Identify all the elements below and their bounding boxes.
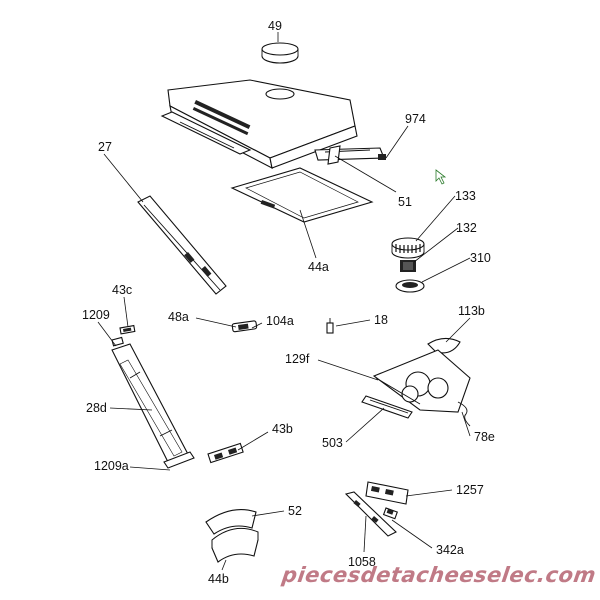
callout-78e: 78e <box>474 430 495 444</box>
watermark-text: piecesdetacheeselec.com <box>280 563 598 587</box>
callout-28d: 28d <box>86 401 107 415</box>
callout-129f: 129f <box>285 352 310 366</box>
part-1209a-bracket <box>163 451 195 469</box>
mouse-cursor-icon <box>435 169 447 185</box>
callout-44b: 44b <box>208 572 229 586</box>
part-129f-housing <box>372 349 471 413</box>
callout-18: 18 <box>374 313 388 327</box>
part-52-filter-piece <box>205 509 257 535</box>
part-18-fuse <box>326 318 334 334</box>
callout-52: 52 <box>288 504 302 518</box>
part-43b-clip <box>207 442 244 464</box>
callout-310: 310 <box>470 251 491 265</box>
part-113b-deflector <box>427 337 461 354</box>
part-51-clip <box>327 145 341 165</box>
part-1058-bracket <box>344 491 397 537</box>
callout-51: 51 <box>398 195 412 209</box>
callout-43b: 43b <box>272 422 293 436</box>
callout-1257: 1257 <box>456 483 484 497</box>
part-503-strip <box>361 395 413 419</box>
part-310-support <box>395 279 425 293</box>
callout-342a: 342a <box>436 543 464 557</box>
part-44a-filter <box>230 167 374 223</box>
callout-132: 132 <box>456 221 477 235</box>
hood-body <box>160 79 386 170</box>
part-1209-hinge <box>111 336 124 347</box>
callout-1209a: 1209a <box>94 459 129 473</box>
part-342a-switch <box>382 507 398 520</box>
part-27-profile <box>137 195 227 295</box>
callout-113b: 113b <box>458 304 485 318</box>
part-132-motor <box>400 260 416 272</box>
part-49-cap <box>261 42 299 64</box>
part-28d-glass <box>111 343 191 467</box>
callout-1058: 1058 <box>348 555 376 569</box>
callout-133: 133 <box>455 189 476 203</box>
callout-27: 27 <box>98 140 112 154</box>
callout-1209: 1209 <box>82 308 110 322</box>
leader-lines <box>97 32 471 571</box>
part-44b-filter-piece <box>211 527 259 563</box>
callout-974: 974 <box>405 112 426 126</box>
callout-503: 503 <box>322 436 343 450</box>
part-78e-cable <box>457 401 471 427</box>
callout-44a: 44a <box>308 260 329 274</box>
part-1257-board <box>365 481 409 505</box>
part-43c-clip <box>119 324 136 335</box>
part-48a-lamp <box>231 320 258 333</box>
callout-48a: 48a <box>168 310 189 324</box>
callout-49: 49 <box>268 19 282 33</box>
part-133-fan-wheel <box>391 237 425 259</box>
callout-43c: 43c <box>112 283 132 297</box>
callout-104a: 104a <box>266 314 294 328</box>
callout-labels: 49 974 27 51 133 132 44a 310 43c 1209 48… <box>82 19 495 586</box>
